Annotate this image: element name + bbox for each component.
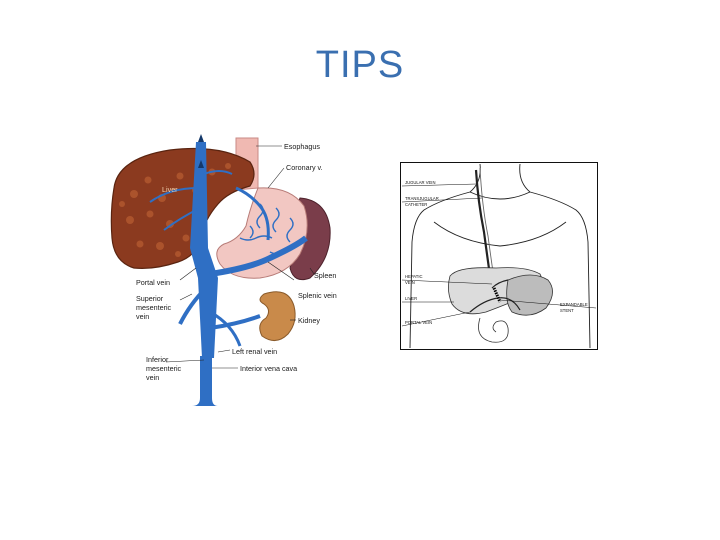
kidney [260, 292, 295, 341]
label-catheter-2: CATHETER [405, 202, 427, 207]
label-smv-3: vein [136, 312, 149, 321]
label-hepatic-vein-1: HEPATIC [405, 274, 423, 279]
label-portal-vein: PORTAL VEIN [405, 320, 432, 325]
label-liver: LIVER [405, 296, 417, 301]
label-coronary-vein: Coronary v. [286, 163, 323, 172]
label-portal-vein: Portal vein [136, 278, 170, 287]
label-splenic-vein: Splenic vein [298, 291, 337, 300]
label-catheter-1: TRANSJUGULAR [405, 196, 439, 201]
label-imv-2: mesenteric [146, 364, 182, 373]
label-imv-3: vein [146, 373, 159, 382]
label-stent-1: EXPANDABLE [560, 302, 588, 307]
label-left-renal-vein: Left renal vein [232, 347, 277, 356]
label-smv-2: mesenteric [136, 303, 172, 312]
label-jugular-vein: JUGULAR VEIN [405, 180, 435, 185]
slide-title: TIPS [0, 44, 720, 87]
inferior-vena-cava [192, 356, 218, 406]
label-liver: Liver [162, 185, 178, 194]
label-imv-1: Inferior [146, 355, 169, 364]
label-smv-1: Superior [136, 294, 164, 303]
portal-venous-anatomy-figure: Esophagus Coronary v. Liver Spleen Porta… [100, 128, 348, 408]
label-esophagus: Esophagus [284, 142, 320, 151]
label-kidney: Kidney [298, 316, 320, 325]
label-spleen: Spleen [314, 271, 336, 280]
tips-procedure-diagram: JUGULAR VEIN TRANSJUGULAR CATHETER HEPAT… [400, 162, 598, 350]
label-inferior-vena-cava: Interior vena cava [240, 364, 297, 373]
label-hepatic-vein-2: VEIN [405, 280, 415, 285]
label-stent-2: STENT [560, 308, 574, 313]
